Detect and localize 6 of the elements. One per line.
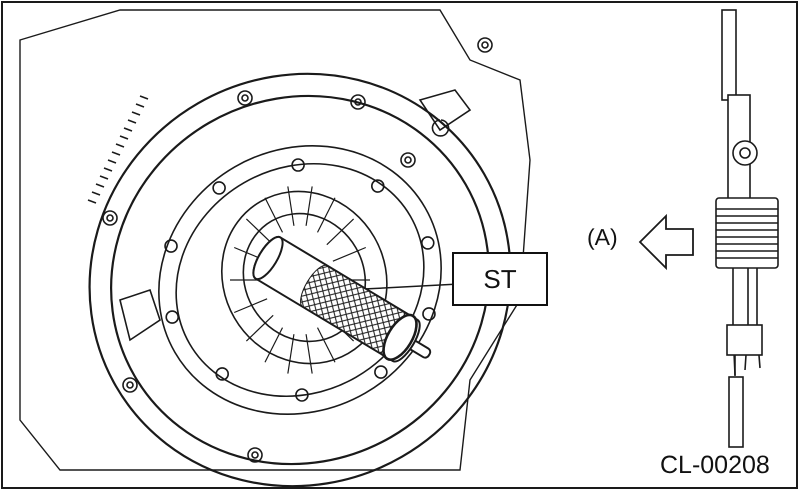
tool-label: ST [483,264,517,294]
label-box [452,252,548,306]
view-direction-label: (A) [587,224,618,251]
figure-code: CL-00208 [660,451,770,480]
special-tool-drawing [252,236,433,362]
leader-line [366,284,452,290]
